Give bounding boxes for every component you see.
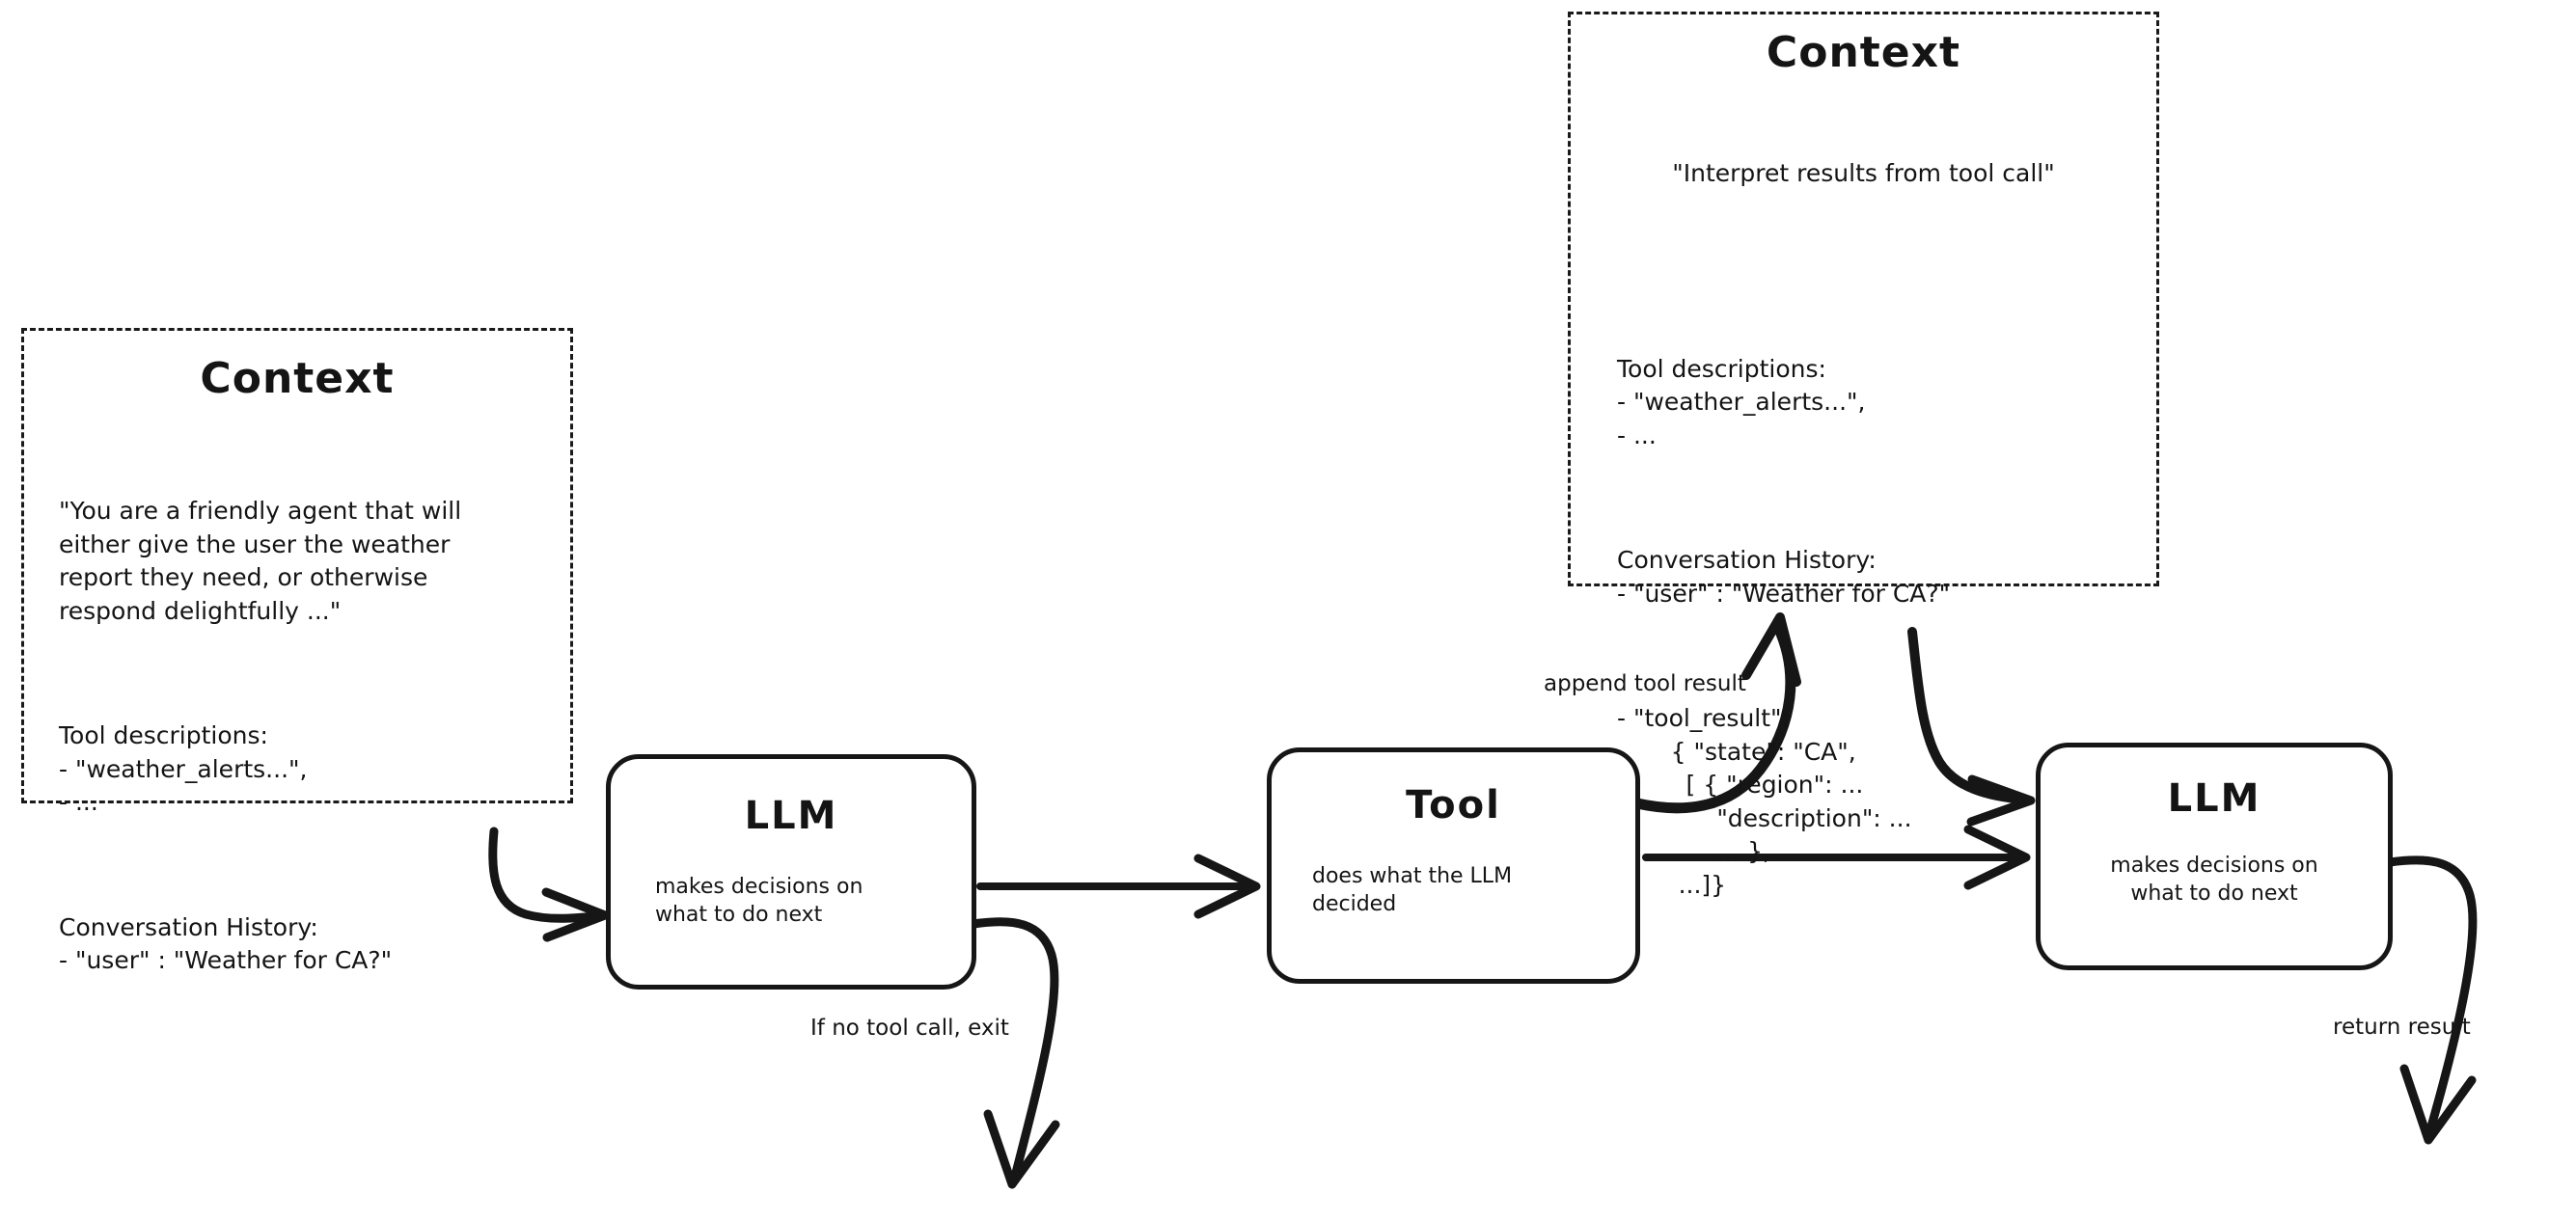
context-left-conversation-history: Conversation History: - "user" : "Weathe… [59,912,393,975]
node-tool-title: Tool [1406,783,1501,828]
context-left-system-prompt: "You are a friendly agent that will eith… [59,497,462,625]
context-left-title: Context [200,354,395,403]
context-card-after-tool: Context "Interpret results from tool cal… [1568,12,2159,899]
context-right-title: Context [1766,28,1961,77]
edge-llm-exit [969,917,1060,1189]
context-right-tool-result: - "tool_result": { "state": "CA", [ { "r… [1617,704,1912,899]
edge-label-exit: If no tool call, exit [810,1016,1009,1041]
context-right-conversation-history: Conversation History: - "user" : "Weathe… [1617,546,1951,608]
node-llm-second[interactable]: LLM makes decisions on what to do next [2036,743,2393,970]
context-right-details: Tool descriptions: - "weather_alerts..."… [1596,286,2131,969]
context-right-tool-descriptions: Tool descriptions: - "weather_alerts..."… [1617,354,1866,449]
node-llm-first[interactable]: LLM makes decisions on what to do next [606,754,976,990]
context-card-initial: Context "You are a friendly agent that w… [21,328,573,974]
context-left-tool-descriptions: Tool descriptions: - "weather_alerts..."… [59,721,308,816]
edge-llm2-return [2385,855,2478,1145]
node-llm-second-subtitle: makes decisions on what to do next [2110,854,2318,907]
edge-label-return-result: return result [2333,1015,2471,1040]
node-llm-second-title: LLM [2167,776,2261,821]
node-tool-subtitle: does what the LLM decided [1312,864,1513,917]
context-left-body: "You are a friendly agent that will eith… [49,428,545,1045]
edge-llm-to-tool [976,854,1261,919]
node-tool[interactable]: Tool does what the LLM decided [1267,747,1640,984]
node-llm-first-title: LLM [744,794,838,838]
node-llm-first-subtitle: makes decisions on what to do next [655,875,863,928]
context-right-system-prompt: "Interpret results from tool call" [1672,159,2055,187]
edge-label-append-tool-result: append tool result [1544,671,1746,696]
context-right-body: "Interpret results from tool call" Tool … [1596,91,2131,1035]
